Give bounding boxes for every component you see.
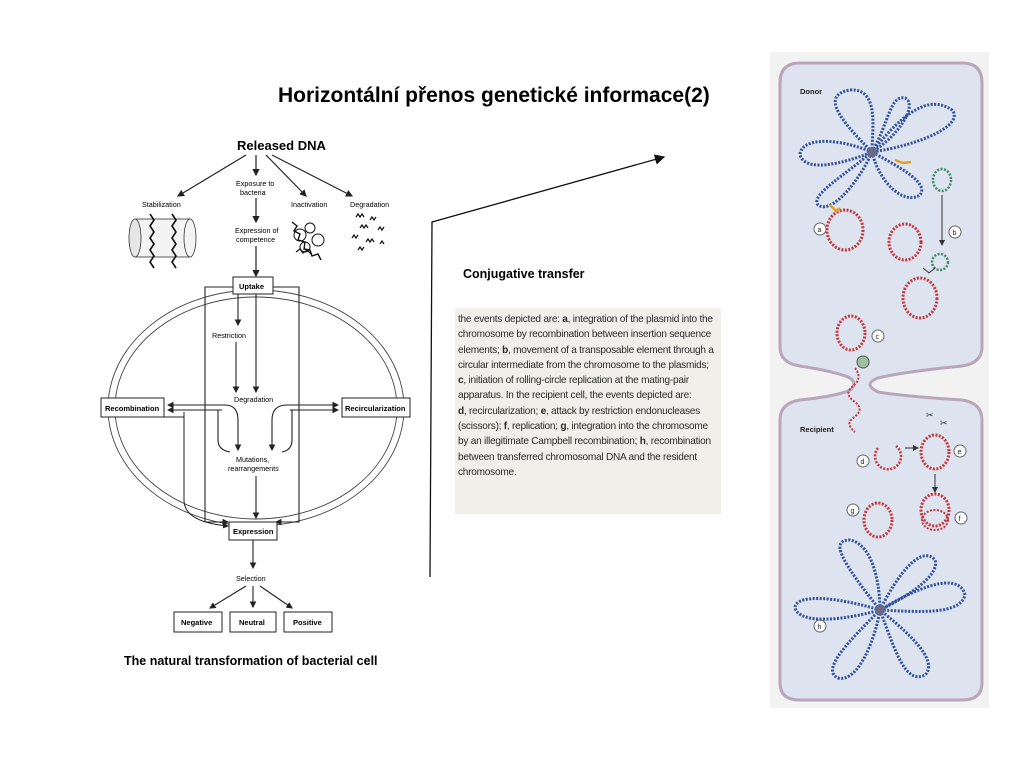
label-c: c: [876, 334, 880, 341]
excerpt-line-6: apparatus. In the recipient cell, the ev…: [458, 390, 692, 402]
degradation-fragments-icon: [351, 212, 385, 252]
uptake-label: Uptake: [239, 282, 264, 291]
transformation-diagram: Stabilization Exposure to bacteria Inact…: [100, 154, 411, 633]
connector-arrow: [429, 154, 666, 578]
excerpt-line-10: between transferred chromosomal DNA and …: [458, 451, 697, 463]
excerpt-line-7: d, recircularization; e, attack by restr…: [458, 405, 700, 417]
neutral-box: [229, 611, 277, 633]
inactivation-protein-icon: [291, 221, 325, 261]
recircularizing-plasmid-icon: [873, 445, 903, 471]
inactivation-label: Inactivation: [291, 200, 327, 209]
label-e: e: [958, 449, 962, 456]
negative-label: Negative: [181, 618, 212, 627]
excerpt-line-9: by an illegitimate Campbell recombinatio…: [458, 436, 711, 448]
scissors-icon: ✂: [926, 410, 934, 420]
figure-legend-excerpt: the events depicted are: a, integration …: [455, 308, 721, 514]
stabilization-label: Stabilization: [142, 200, 181, 209]
excerpt-line-3: elements; b, movement of a transposable …: [458, 344, 714, 356]
plasmid-f-icon: [919, 492, 951, 528]
excerpt-line-5: c, initiation of rolling-circle replicat…: [458, 375, 689, 387]
donor-recipient-cells: [778, 61, 984, 702]
excerpt-line-4: circular intermediate from the chromosom…: [458, 359, 709, 371]
neutral-label: Neutral: [239, 618, 265, 627]
uptake-box: [232, 276, 274, 295]
recircularization-box: [341, 397, 411, 418]
excerpt-line-2: chromosome by recombination between inse…: [458, 329, 712, 341]
expression-competence-label-1: Expression of: [235, 226, 279, 235]
transposon-circle-icon: [931, 167, 953, 193]
degradation-top-label: Degradation: [350, 200, 389, 209]
recombination-label: Recombination: [105, 404, 160, 413]
plasmid-e-icon: [919, 433, 951, 471]
plasmid-c-icon: [835, 314, 867, 352]
label-b: b: [953, 230, 957, 237]
mutations-label-1: Mutations,: [236, 455, 269, 464]
positive-box: [283, 611, 333, 633]
expression-label: Expression: [233, 527, 274, 536]
expression-competence-label-2: competence: [236, 235, 275, 244]
excerpt-line-11: chromosome.: [458, 466, 517, 478]
mutations-label-2: rearrangements: [228, 464, 279, 473]
label-h: h: [818, 624, 822, 631]
excerpt-line-8: (scissors); f, replication; g, integrati…: [458, 421, 708, 433]
recipient-label: Recipient: [800, 425, 834, 434]
exposure-label-2: bacteria: [240, 188, 266, 197]
arrow-to-degradation-top: [271, 154, 354, 197]
restriction-label: Restriction: [212, 331, 246, 340]
recombination-box: [100, 397, 165, 418]
plasmid-a-icon: [825, 208, 865, 252]
arrow-to-stabilization: [176, 154, 247, 197]
exposure-label-1: Exposure to: [236, 179, 274, 188]
label-g: g: [851, 508, 855, 515]
donor-chromosome-icon: [798, 88, 956, 209]
positive-label: Positive: [293, 618, 322, 627]
plasmid-g-icon: [862, 501, 894, 539]
transferred-strand-icon: [847, 367, 861, 433]
selection-label: Selection: [236, 574, 266, 583]
excerpt-line-1: the events depicted are: a, integration …: [458, 314, 713, 325]
negative-box: [173, 611, 223, 633]
label-d: d: [861, 459, 865, 466]
donor-label: Donor: [800, 87, 822, 96]
degradation-mid-label: Degradation: [234, 395, 273, 404]
plasmid-with-transposon-icon: [901, 276, 939, 320]
recircularization-label: Recircularization: [345, 404, 406, 413]
label-f: f: [959, 516, 961, 523]
recipient-chromosome-icon: [793, 538, 967, 680]
stabilization-cylinder-icon: [128, 213, 197, 269]
scissors-icon-2: ✂: [940, 418, 948, 428]
released-dna-label: Released DNA: [237, 138, 326, 153]
conjugative-transfer-label: Conjugative transfer: [463, 267, 585, 281]
transformation-caption: The natural transformation of bacterial …: [124, 654, 378, 668]
conjugation-diagram: Donor Recipient a b c d e f g h ✂ ✂: [778, 61, 984, 702]
label-a: a: [818, 227, 822, 234]
mating-pore-icon: [856, 355, 870, 369]
plasmid-b-icon: [887, 222, 923, 262]
slide-title: Horizontální přenos genetické informace(…: [278, 84, 710, 107]
arrow-to-inactivation: [265, 154, 307, 197]
